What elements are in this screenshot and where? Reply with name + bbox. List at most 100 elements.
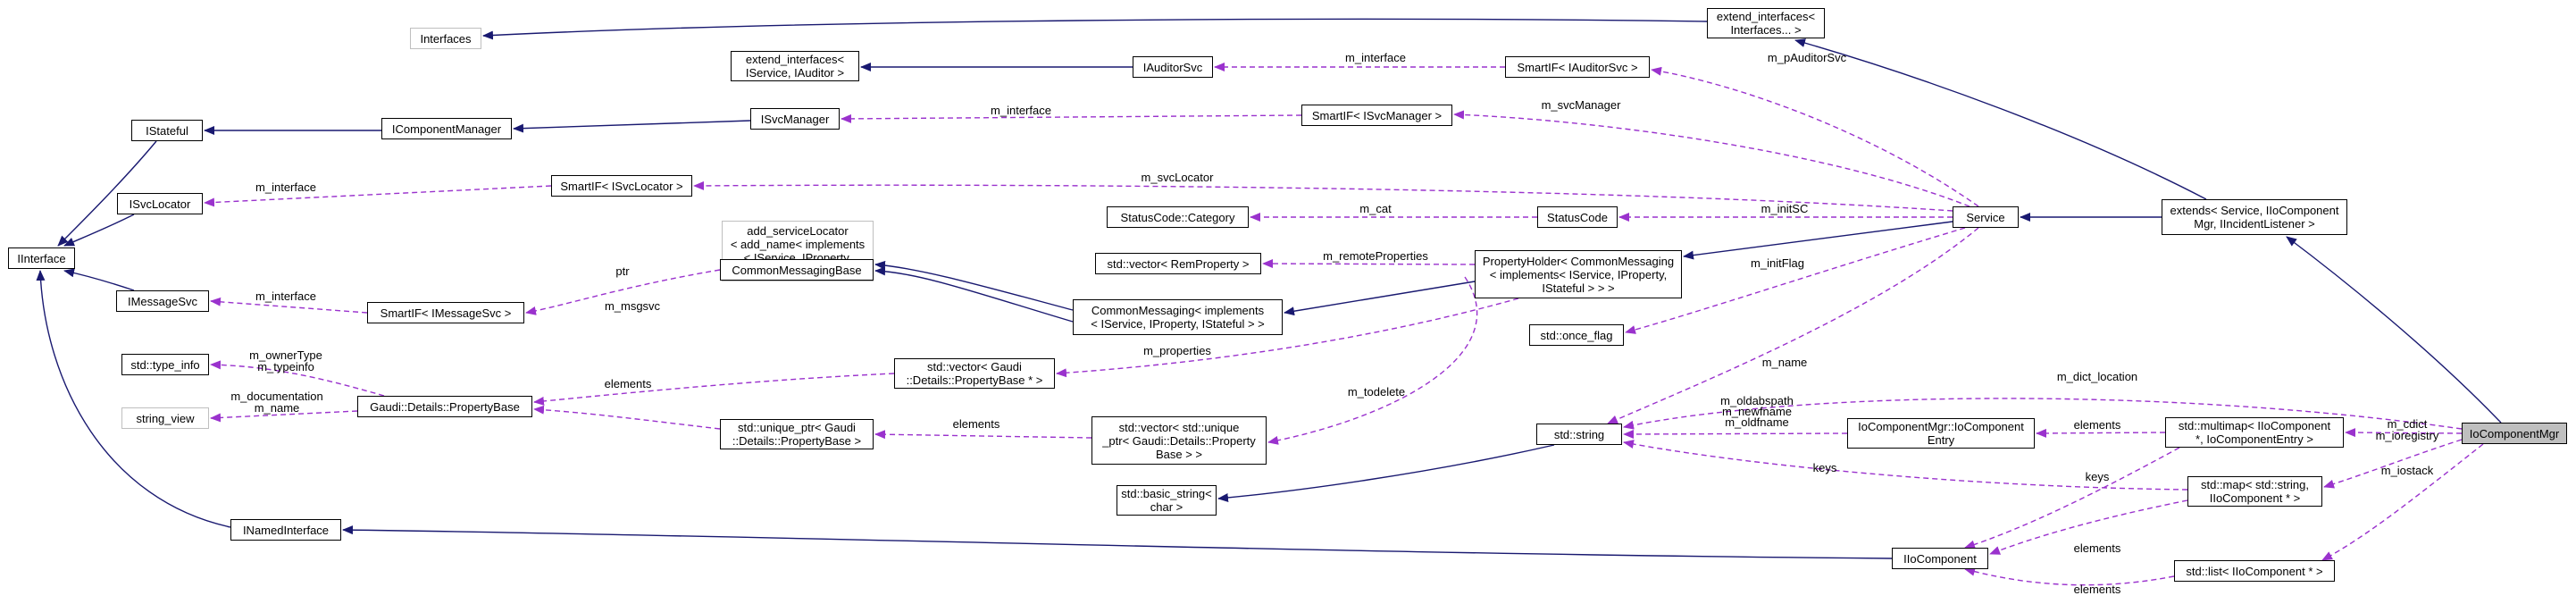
- inherit-extends-service-to-extend-interfaces: [1794, 38, 2207, 200]
- node-std-list[interactable]: std::list< IIoComponent * >: [2174, 560, 2335, 582]
- use-vector-propertybase-to-propertybase: [533, 373, 895, 406]
- node-statuscode[interactable]: StatusCode: [1537, 206, 1618, 228]
- label-m-cat: m_cat: [1359, 202, 1392, 215]
- node-iinterface[interactable]: IInterface: [8, 247, 75, 269]
- use-commonmessagingbase-to-smartif-imessagesvc: [525, 269, 721, 315]
- node-iocomponentmgr[interactable]: IoComponentMgr: [2462, 423, 2567, 444]
- node-smartif-imessagesvc[interactable]: SmartIF< IMessageSvc >: [367, 302, 524, 323]
- node-vector-propertybase[interactable]: std::vector< Gaudi ::Details::PropertyBa…: [894, 358, 1055, 389]
- use-iocomponententry-to-std-string: [1623, 429, 1848, 439]
- node-vector-remproperty[interactable]: std::vector< RemProperty >: [1095, 253, 1261, 274]
- node-unique-ptr-propertybase[interactable]: std::unique_ptr< Gaudi ::Details::Proper…: [720, 419, 874, 449]
- inherit-iiocomponent-to-inamedinterface: [342, 525, 1893, 559]
- label-m-initsc: m_initSC: [1761, 202, 1809, 215]
- node-once-flag[interactable]: std::once_flag: [1529, 324, 1624, 346]
- label-m-dict-location: m_dict_location: [2057, 370, 2137, 383]
- inherit-extend-interfaces-to-interfaces: [482, 18, 1708, 40]
- use-iocomponentmgr-to-map: [2323, 439, 2463, 489]
- inherit-imessagesvc-to-iinterface: [63, 268, 135, 291]
- inherit-propertyholder-to-commonmessaging: [1284, 281, 1476, 316]
- label-m-interface-msg: m_interface: [255, 289, 316, 303]
- node-statuscode-category[interactable]: StatusCode::Category: [1107, 206, 1249, 228]
- label-elements-pb: elements: [605, 377, 652, 390]
- label-elements-map: elements: [2074, 541, 2121, 555]
- label-m-ioregistry: m_ioregistry: [2376, 429, 2439, 442]
- node-std-multimap[interactable]: std::multimap< IIoComponent *, IoCompone…: [2165, 417, 2344, 448]
- label-m-documentation: m_documentation: [230, 390, 322, 403]
- node-propertybase[interactable]: Gaudi::Details::PropertyBase: [357, 396, 532, 417]
- use-smartif-isvcmanager-to-isvcmanager: [841, 113, 1302, 123]
- inherit-isvclocator-to-iinterface: [63, 214, 135, 247]
- use-iocomponentmgr-to-list: [2321, 443, 2484, 561]
- use-multimap-to-iiocomponent: [1964, 447, 2180, 549]
- label-m-msgsvc: m_msgsvc: [605, 299, 661, 313]
- use-propertyholder-to-vector-propertybase: [1056, 298, 1519, 378]
- label-elements-entry: elements: [2074, 418, 2121, 432]
- node-interfaces[interactable]: Interfaces: [410, 28, 481, 49]
- node-string-view[interactable]: string_view: [121, 407, 209, 429]
- node-commonmessaging[interactable]: CommonMessaging< implements < IService, …: [1073, 299, 1283, 335]
- node-commonmessagingbase[interactable]: CommonMessagingBase: [720, 259, 874, 281]
- label-elements-up: elements: [953, 417, 1000, 431]
- use-service-to-smartif-isvclocator: [693, 180, 1953, 212]
- node-smartif-isvclocator[interactable]: SmartIF< ISvcLocator >: [551, 175, 692, 197]
- label-m-svcmanager: m_svcManager: [1542, 98, 1622, 112]
- label-m-interface-svcmgr: m_interface: [991, 104, 1051, 117]
- label-m-pauditorsvc: m_pAuditorSvc: [1768, 51, 1847, 64]
- label-m-name-pb: m_name: [255, 401, 300, 415]
- node-istateful[interactable]: IStateful: [131, 120, 203, 141]
- label-m-interface-auditor: m_interface: [1345, 51, 1406, 64]
- label-ptr: ptr: [615, 264, 630, 278]
- node-iiocomponent[interactable]: IIoComponent: [1892, 548, 1988, 569]
- node-inamedinterface[interactable]: INamedInterface: [230, 519, 341, 541]
- label-m-initflag: m_initFlag: [1751, 256, 1804, 270]
- label-m-oldabspath: m_oldabspath: [1720, 394, 1794, 407]
- node-smartif-iauditorsvc[interactable]: SmartIF< IAuditorSvc >: [1505, 56, 1650, 78]
- use-multimap-to-iocomponententry: [2036, 428, 2166, 438]
- node-std-string[interactable]: std::string: [1536, 424, 1622, 445]
- use-propertybase-to-type-info: [210, 360, 385, 397]
- node-propertyholder[interactable]: PropertyHolder< CommonMessaging < implem…: [1475, 250, 1682, 298]
- inherit-iocomponentmgr-to-extends-service: [2286, 236, 2502, 424]
- inherit-inamedinterface-to-iinterface: [36, 270, 231, 528]
- label-m-ownertype: m_ownerType: [249, 348, 322, 362]
- inherit-commonmessaging-to-commonmessagingbase: [874, 266, 1074, 323]
- inherit-istateful-to-iinterface: [57, 140, 157, 247]
- use-unique-ptr-to-propertybase: [533, 405, 721, 430]
- node-imessagesvc[interactable]: IMessageSvc: [116, 290, 209, 312]
- label-elements-list: elements: [2074, 583, 2121, 596]
- use-vector-unique-ptr-to-unique-ptr: [874, 430, 1092, 440]
- use-service-to-smartif-iauditorsvc: [1651, 66, 1979, 207]
- use-list-to-iiocomponent: [1964, 566, 2175, 586]
- use-map-to-iiocomponent: [1989, 499, 2188, 555]
- node-smartif-isvcmanager[interactable]: SmartIF< ISvcManager >: [1301, 105, 1452, 126]
- node-vector-unique-ptr[interactable]: std::vector< std::unique _ptr< Gaudi::De…: [1091, 416, 1267, 465]
- use-map-to-std-string: [1623, 440, 2188, 491]
- use-service-to-smartif-isvcmanager: [1453, 110, 1970, 207]
- label-m-typeinfo: m_typeinfo: [257, 360, 314, 373]
- node-service[interactable]: Service: [1953, 206, 2019, 228]
- node-extend-interfaces-auditor[interactable]: extend_interfaces< IService, IAuditor >: [731, 51, 859, 81]
- node-std-map[interactable]: std::map< std::string, IIoComponent * >: [2187, 476, 2322, 507]
- inherit-commonmessaging-to-add-servicelocator: [874, 260, 1074, 311]
- node-isvcmanager[interactable]: ISvcManager: [750, 108, 840, 130]
- node-iauditorsvc[interactable]: IAuditorSvc: [1133, 56, 1213, 78]
- label-m-cdict: m_cdict: [2388, 417, 2428, 431]
- label-keys-map: keys: [1813, 461, 1837, 474]
- label-m-name-svc: m_name: [1762, 356, 1808, 369]
- inherit-service-to-propertyholder: [1683, 221, 1953, 260]
- label-keys-multimap: keys: [2086, 470, 2110, 483]
- node-iocomponententry[interactable]: IoComponentMgr::IoComponent Entry: [1847, 418, 2035, 449]
- node-std-type-info[interactable]: std::type_info: [121, 354, 209, 375]
- node-std-basic-string[interactable]: std::basic_string< char >: [1117, 485, 1217, 516]
- label-m-svclocator: m_svcLocator: [1142, 171, 1215, 184]
- label-m-interface-locator: m_interface: [255, 180, 316, 194]
- use-propertybase-to-string-view: [210, 410, 358, 423]
- node-isvclocator[interactable]: ISvcLocator: [117, 193, 203, 214]
- node-icomponentmanager[interactable]: IComponentManager: [381, 118, 512, 139]
- use-service-to-once-flag: [1625, 227, 1966, 334]
- inherit-isvcmanager-to-icomponentmanager: [513, 120, 751, 133]
- node-extends-service[interactable]: extends< Service, IIoComponent Mgr, IInc…: [2162, 199, 2347, 235]
- node-extend-interfaces-variadic[interactable]: extend_interfaces< Interfaces... >: [1707, 8, 1825, 38]
